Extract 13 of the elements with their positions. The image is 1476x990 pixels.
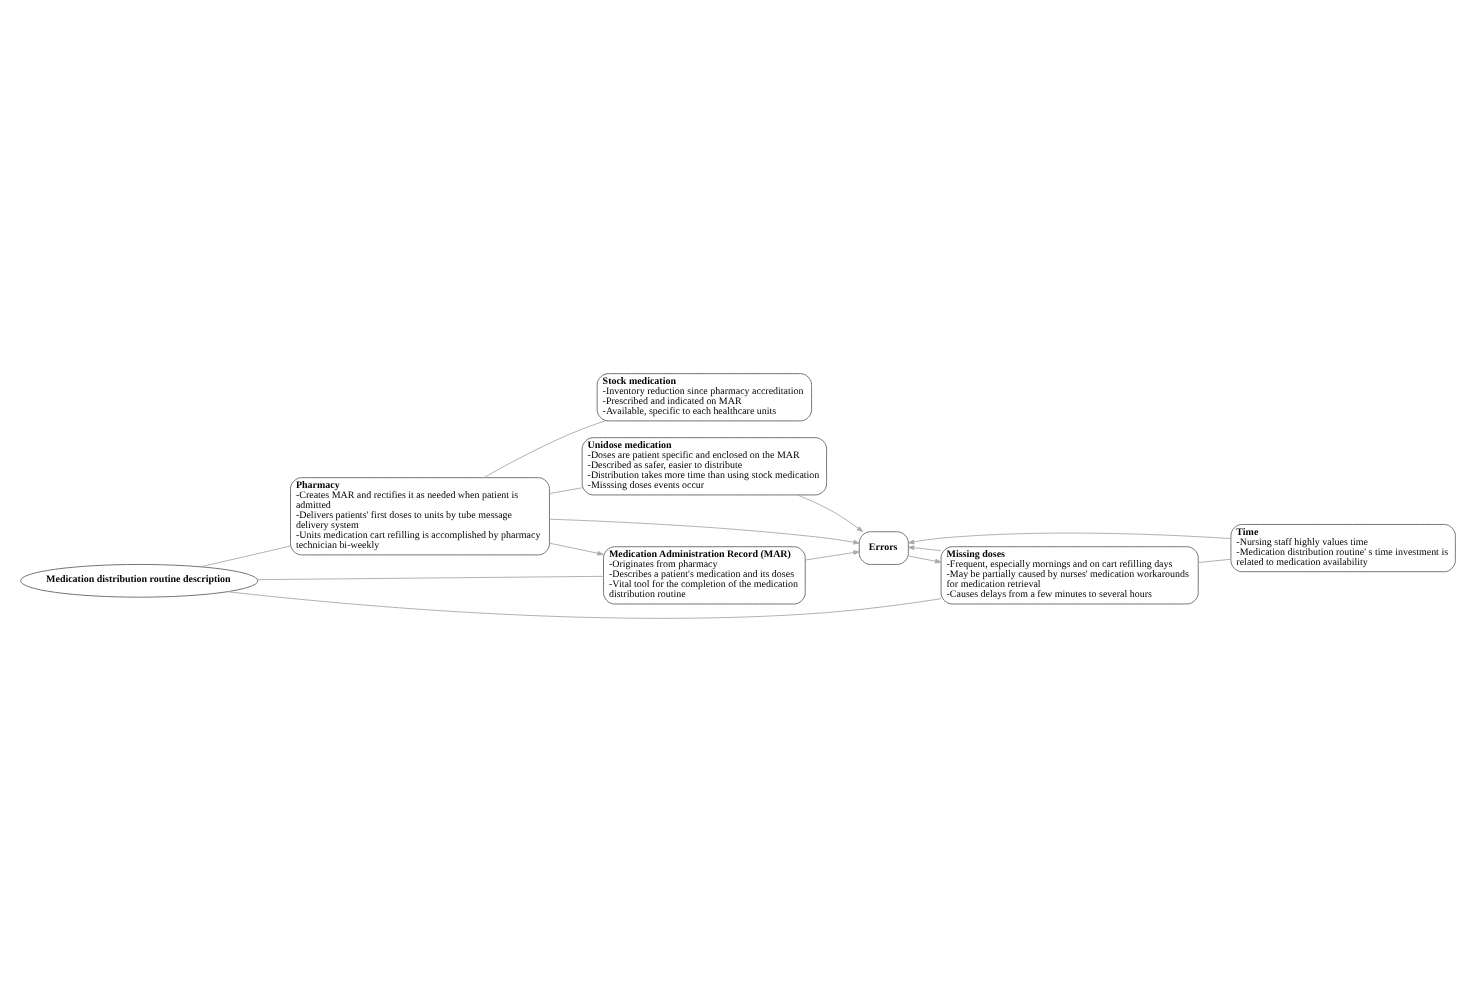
connector <box>1198 557 1232 562</box>
arrow <box>797 493 864 532</box>
arrow <box>549 517 860 544</box>
connector <box>257 574 604 580</box>
arrow <box>549 541 604 555</box>
connector <box>549 486 583 493</box>
arrow <box>907 544 942 551</box>
arrow <box>804 549 860 560</box>
arrow <box>907 554 942 563</box>
connector <box>483 419 606 478</box>
connector <box>227 590 942 618</box>
arrow <box>908 531 1232 544</box>
connector <box>200 544 291 567</box>
